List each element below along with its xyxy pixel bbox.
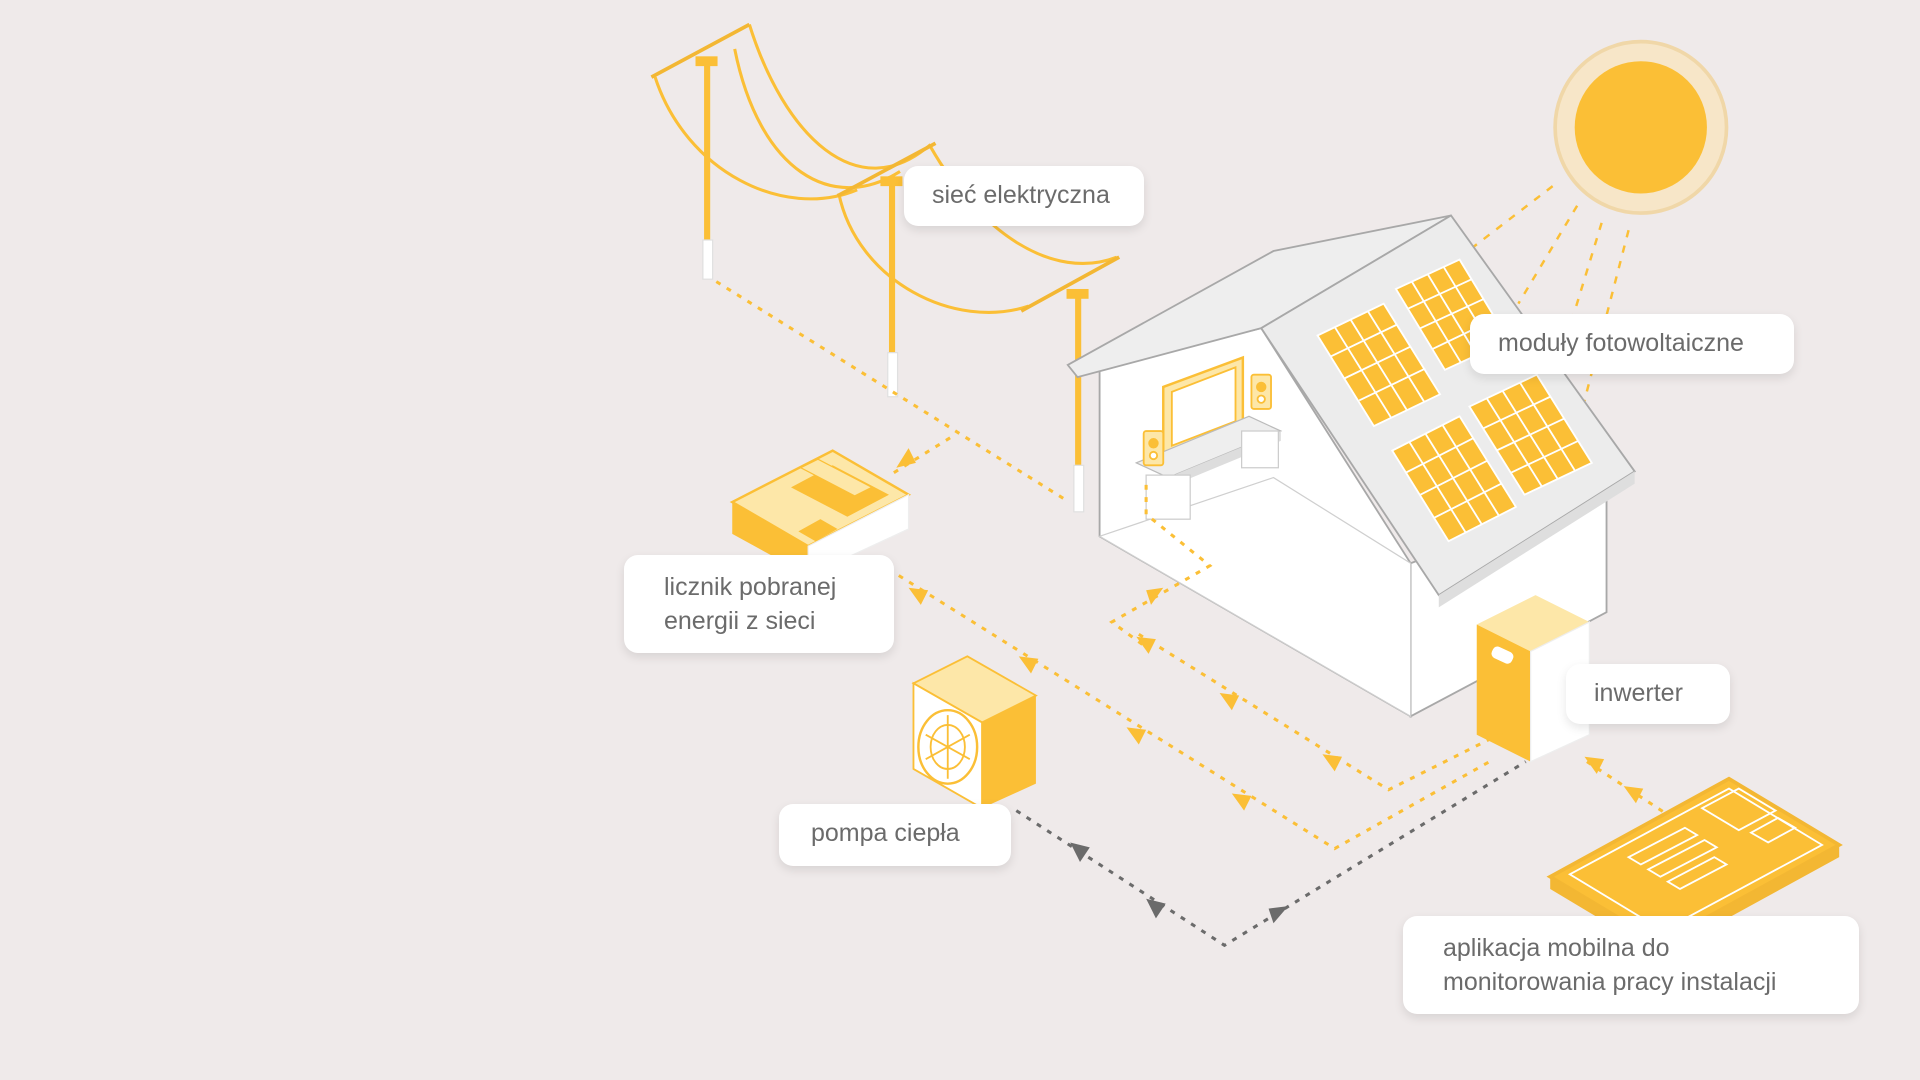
sun-icon (1553, 39, 1729, 215)
label-pv-modules-text: moduły fotowoltaiczne (1498, 329, 1744, 357)
energy-flow-lines (715, 280, 1667, 851)
label-mobile-app-line1: aplikacja mobilna do (1443, 934, 1670, 962)
label-inverter-text: inwerter (1594, 679, 1683, 707)
speaker-icon (1142, 373, 1272, 467)
label-mobile-app: aplikacja mobilna do monitorowania pracy… (1403, 916, 1859, 1014)
data-arrows (1070, 842, 1289, 924)
label-heat-pump: pompa ciepła (779, 804, 1011, 866)
tv-icon (1134, 355, 1283, 520)
data-flow-lines (1015, 760, 1527, 948)
power-lines-icon (650, 22, 1121, 513)
label-energy-meter-line2: energii z sieci (664, 607, 816, 635)
label-mobile-app-line2: monitorowania pracy instalacji (1443, 968, 1777, 996)
inverter-icon (1476, 595, 1590, 763)
label-inverter: inwerter (1566, 664, 1730, 724)
label-heat-pump-text: pompa ciepła (811, 819, 960, 847)
label-power-grid-text: sieć elektryczna (932, 181, 1110, 209)
heat-pump-icon (911, 655, 1038, 810)
label-pv-modules: moduły fotowoltaiczne (1470, 314, 1794, 374)
energy-meter-icon (729, 449, 912, 577)
label-energy-meter-line1: licznik pobranej (664, 573, 837, 601)
label-energy-meter: licznik pobranej energii z sieci (624, 555, 894, 653)
flow-arrows (896, 448, 1644, 811)
label-power-grid: sieć elektryczna (904, 166, 1144, 226)
sun-rays (1462, 185, 1630, 444)
